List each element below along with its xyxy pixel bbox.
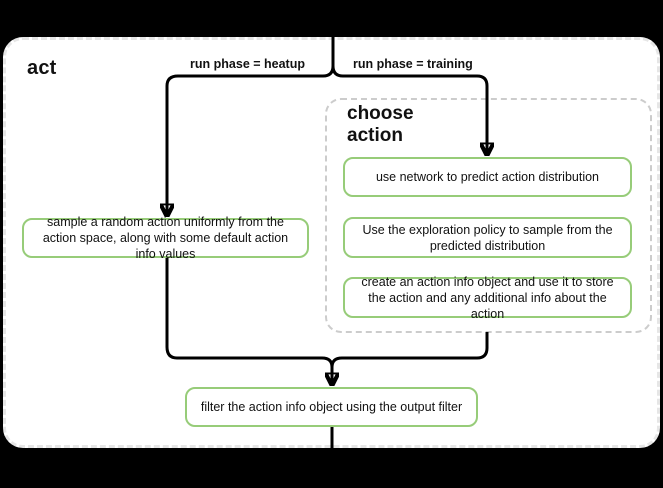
node-filter-action-info: filter the action info object using the …: [185, 387, 478, 427]
edge-label-heatup: run phase = heatup: [190, 57, 305, 71]
node-exploration-policy-sample-label: Use the exploration policy to sample fro…: [362, 222, 613, 253]
node-predict-action-distribution-label: use network to predict action distributi…: [375, 170, 600, 184]
edge-label-training: run phase = training: [353, 57, 473, 71]
node-exploration-policy-sample: Use the exploration policy to sample fro…: [343, 217, 632, 258]
node-filter-action-info-label: filter the action info object using the …: [200, 400, 463, 414]
act-title: act: [27, 57, 57, 79]
choose-action-title: choose action: [347, 103, 414, 146]
node-create-action-info: create an action info object and use it …: [343, 275, 632, 321]
node-predict-action-distribution: use network to predict action distributi…: [343, 157, 632, 197]
node-create-action-info-label: create an action info object and use it …: [361, 274, 614, 321]
node-sample-random-action: sample a random action uniformly from th…: [22, 215, 309, 261]
node-sample-random-action-label: sample a random action uniformly from th…: [42, 215, 289, 261]
